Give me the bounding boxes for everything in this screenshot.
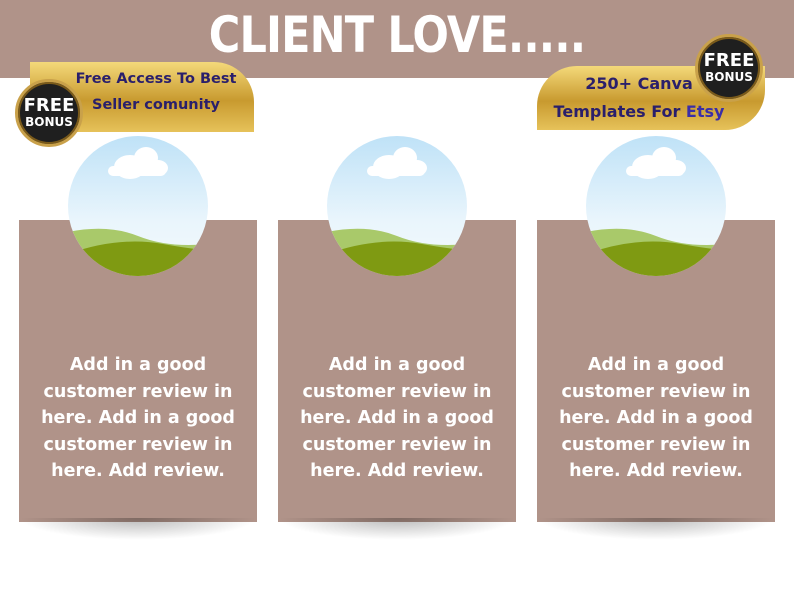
free-bonus-badge: FREE BONUS (15, 79, 83, 147)
card-shadow (19, 518, 257, 540)
card-shadow (537, 518, 775, 540)
card-shadow (278, 518, 516, 540)
badge-bonus-label: BONUS (25, 114, 73, 129)
landscape-placeholder-icon (586, 136, 726, 276)
bonus-banner-templates: 250+ Canva Templates For Etsy (537, 66, 765, 130)
landscape-placeholder-icon (327, 136, 467, 276)
banner-line-1: Free Access To Best (75, 71, 237, 87)
landscape-placeholder-icon (68, 136, 208, 276)
review-text: Add in a good customer review in here. A… (559, 355, 753, 481)
free-bonus-badge: FREE BONUS (695, 34, 763, 102)
badge-bonus-label: BONUS (705, 69, 753, 84)
review-text: Add in a good customer review in here. A… (41, 355, 235, 481)
review-text: Add in a good customer review in here. A… (300, 355, 494, 481)
banner-line-2: Seller comunity (92, 97, 220, 113)
badge-free-label: FREE (703, 49, 755, 71)
banner-line-1: 250+ Canva (585, 74, 693, 93)
badge-free-label: FREE (23, 94, 75, 116)
banner-line-2: Templates For Etsy (553, 102, 725, 121)
page-title: CLIENT LOVE..... (208, 6, 586, 64)
